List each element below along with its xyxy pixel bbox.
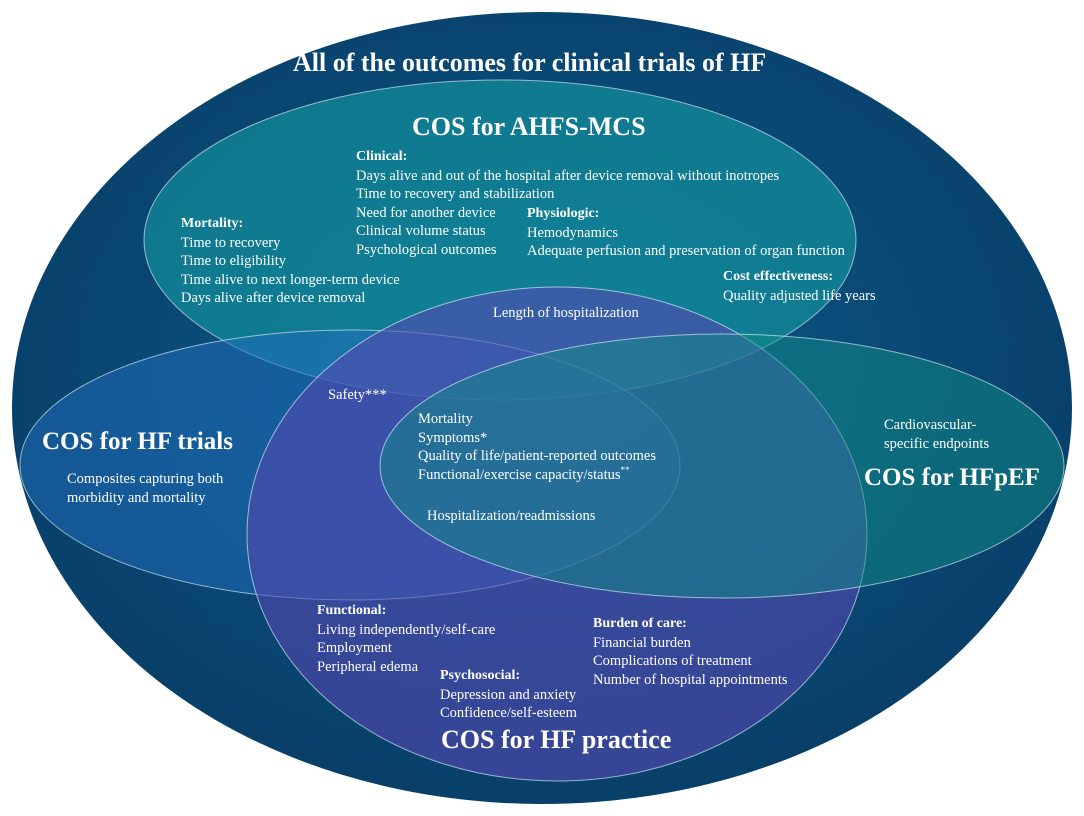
ahfs-clinical-group: Clinical: Days alive and out of the hosp… xyxy=(356,148,779,259)
practice-psychosocial-heading: Psychosocial: xyxy=(440,668,521,683)
practice-functional-item: Employment xyxy=(317,640,392,656)
safety-label: Safety*** xyxy=(328,387,387,403)
hfpef-item: specific endpoints xyxy=(884,435,990,452)
ahfs-mortality-item: Time to eligibility xyxy=(181,253,287,269)
ahfs-cost-group: Cost effectiveness: Quality adjusted lif… xyxy=(723,268,876,305)
footnote-mark: ** xyxy=(620,464,630,475)
ahfs-physiologic-item: Hemodynamics xyxy=(527,224,619,241)
practice-burden-heading: Burden of care: xyxy=(593,616,687,631)
ahfs-physiologic-item: Adequate perfusion and preservation of o… xyxy=(527,243,845,259)
ahfs-clinical-item: Days alive and out of the hospital after… xyxy=(356,167,780,184)
ahfs-cost-item: Quality adjusted life years xyxy=(723,287,876,304)
practice-functional-item: Living independently/self-care xyxy=(317,621,496,638)
ahfs-physiologic-group: Physiologic: Hemodynamics Adequate perfu… xyxy=(527,205,845,261)
practice-psychosocial-item: Depression and anxiety xyxy=(440,686,577,703)
ahfs-clinical-item: Psychological outcomes xyxy=(356,241,497,258)
practice-functional-group: Functional: Living independently/self-ca… xyxy=(317,602,495,676)
practice-functional-heading: Functional: xyxy=(317,603,387,618)
ahfs-clinical-item: Need for another device xyxy=(356,204,496,221)
core-outcomes-group: Mortality Symptoms* Quality of life/pati… xyxy=(418,410,656,484)
core-outcome-item: Symptoms* xyxy=(418,429,488,446)
practice-burden-item: Number of hospital appointments xyxy=(593,671,788,688)
hfpef-title: COS for HFpEF xyxy=(864,464,1040,491)
hf-trials-group: Composites capturing both morbidity and … xyxy=(67,470,223,507)
hf-trials-title: COS for HF trials xyxy=(42,428,233,455)
hfpef-group: Cardiovascular- specific endpoints xyxy=(884,416,989,453)
practice-burden-item: Financial burden xyxy=(593,634,691,651)
hfpef-item: Cardiovascular- xyxy=(884,417,977,433)
outer-title: All of the outcomes for clinical trials … xyxy=(293,48,767,77)
core-outcome-text: Functional/exercise capacity/status xyxy=(418,466,621,483)
practice-burden-group: Burden of care: Financial burden Complic… xyxy=(593,615,788,689)
length-of-hospitalization-label: Length of hospitalization xyxy=(493,305,639,321)
ahfs-mortality-group: Mortality: Time to recovery Time to elig… xyxy=(181,215,400,308)
ahfs-physiologic-heading: Physiologic: xyxy=(527,206,600,221)
hf-practice-title: COS for HF practice xyxy=(441,725,672,754)
ahfs-mortality-item: Time alive to next longer-term device xyxy=(181,271,400,288)
ahfs-mortality-heading: Mortality: xyxy=(181,216,244,231)
ahfs-title: COS for AHFS-MCS xyxy=(412,112,646,141)
practice-burden-item: Complications of treatment xyxy=(593,653,752,669)
practice-functional-item: Peripheral edema xyxy=(317,658,419,675)
core-outcome-item: Functional/exercise capacity/status** xyxy=(418,464,656,485)
ahfs-clinical-heading: Clinical: xyxy=(356,149,408,164)
hospitalization-label: Hospitalization/readmissions xyxy=(427,508,596,524)
practice-psychosocial-group: Psychosocial: Depression and anxiety Con… xyxy=(440,667,577,723)
hf-trials-item: Composites capturing both xyxy=(67,471,224,487)
hfpef-ellipse xyxy=(379,333,1065,599)
practice-psychosocial-item: Confidence/self-esteem xyxy=(440,705,577,721)
core-outcome-item: Mortality xyxy=(418,411,473,427)
ahfs-clinical-item: Time to recovery and stabilization xyxy=(356,186,555,202)
core-outcome-item: Quality of life/patient-reported outcome… xyxy=(418,448,656,464)
ahfs-mortality-item: Days alive after device removal xyxy=(181,290,366,306)
ahfs-cost-heading: Cost effectiveness: xyxy=(723,269,834,284)
hf-trials-item: morbidity and mortality xyxy=(67,489,206,506)
ahfs-mortality-item: Time to recovery xyxy=(181,234,281,251)
ahfs-clinical-item: Clinical volume status xyxy=(356,223,486,239)
